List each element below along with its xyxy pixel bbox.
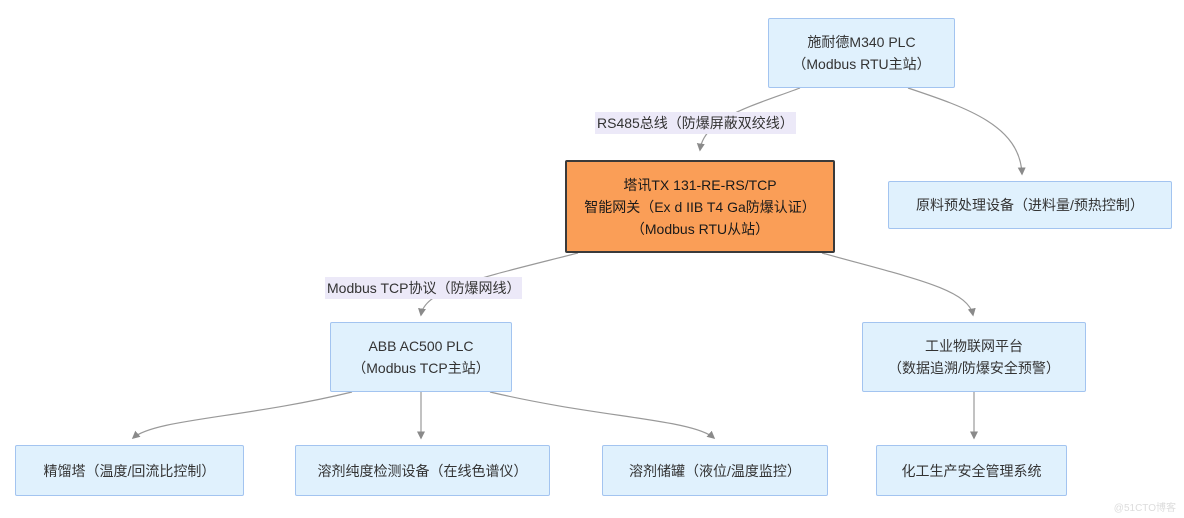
- node-line: （Modbus TCP主站）: [352, 360, 490, 376]
- node-line: 工业物联网平台: [925, 338, 1023, 354]
- node-schneider-m340-plc: 施耐德M340 PLC （Modbus RTU主站）: [768, 18, 955, 88]
- edge-abb-to-tank: [489, 391, 716, 439]
- node-line: 精馏塔（温度/回流比控制）: [43, 462, 216, 479]
- node-raw-material-preprocess: 原料预处理设备（进料量/预热控制）: [888, 181, 1172, 229]
- edge-schneider-to-preprocess: [907, 87, 1026, 176]
- node-abb-ac500-plc: ABB AC500 PLC （Modbus TCP主站）: [330, 322, 512, 392]
- node-line: 溶剂纯度检测设备（在线色谱仪）: [317, 462, 528, 479]
- node-line: 溶剂储罐（液位/温度监控）: [629, 462, 801, 479]
- edge-label-rs485-bus: RS485总线（防爆屏蔽双绞线）: [595, 112, 796, 134]
- edge-abb-to-tower: [131, 391, 353, 439]
- node-line: 施耐德M340 PLC: [807, 34, 916, 50]
- node-line: 塔讯TX 131-RE-RS/TCP: [623, 176, 777, 193]
- edge-gateway-to-iot: [821, 252, 976, 317]
- edge-label-modbus-tcp: Modbus TCP协议（防爆网线）: [325, 277, 523, 299]
- node-line: （Modbus RTU从站）: [630, 220, 770, 237]
- watermark-51cto: @51CTO博客: [1113, 503, 1176, 514]
- node-line: （数据追溯/防爆安全预警）: [888, 360, 1060, 376]
- node-line: ABB AC500 PLC: [368, 338, 474, 354]
- node-taxun-gateway: 塔讯TX 131-RE-RS/TCP 智能网关（Ex d IIB T4 Ga防爆…: [565, 160, 835, 253]
- node-solvent-purity-detector: 溶剂纯度检测设备（在线色谱仪）: [295, 445, 550, 496]
- node-line: 智能网关（Ex d IIB T4 Ga防爆认证）: [584, 198, 816, 215]
- node-line: 化工生产安全管理系统: [901, 462, 1042, 479]
- node-line: （Modbus RTU主站）: [792, 56, 931, 72]
- node-line: 原料预处理设备（进料量/预热控制）: [916, 197, 1144, 213]
- node-industrial-iot-platform: 工业物联网平台 （数据追溯/防爆安全预警）: [862, 322, 1086, 392]
- node-chemical-safety-system: 化工生产安全管理系统: [876, 445, 1067, 496]
- node-distillation-tower: 精馏塔（温度/回流比控制）: [15, 445, 244, 496]
- node-solvent-storage-tank: 溶剂储罐（液位/温度监控）: [602, 445, 828, 496]
